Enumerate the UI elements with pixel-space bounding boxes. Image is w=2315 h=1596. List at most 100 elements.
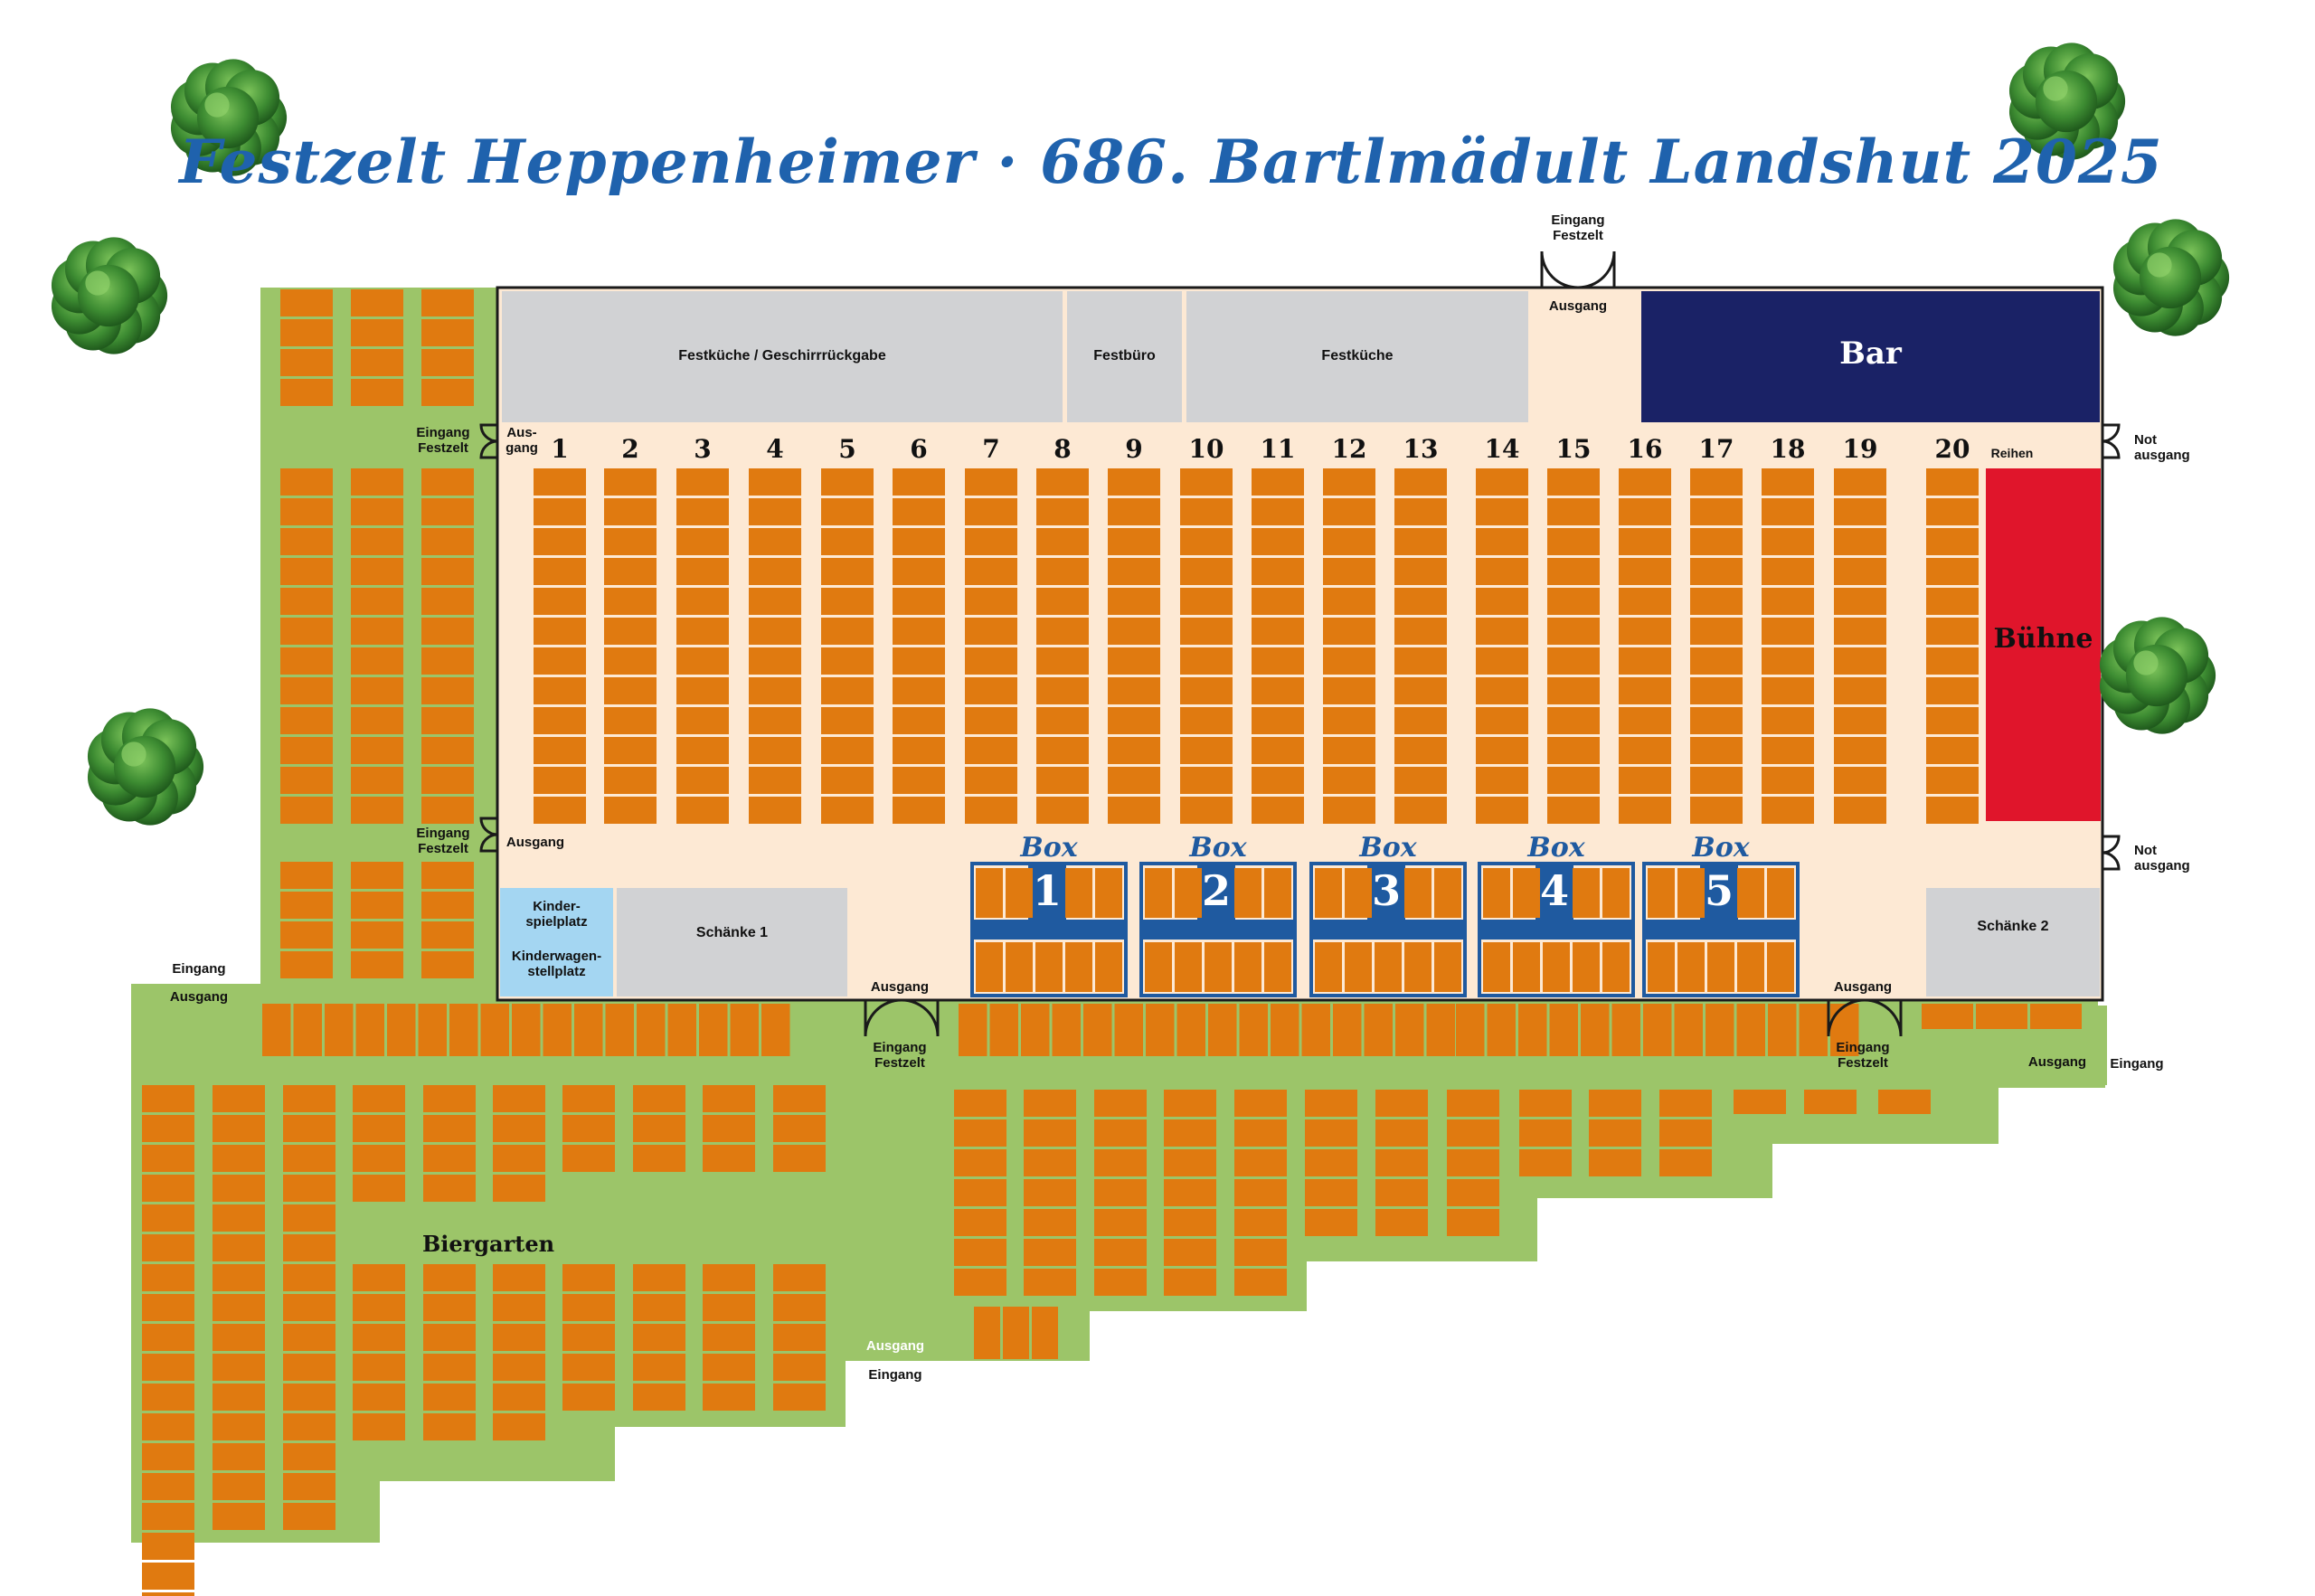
- table-stack: [534, 468, 586, 824]
- table: [1021, 1004, 1050, 1056]
- table: [1768, 1004, 1797, 1056]
- table-stack: [703, 1264, 755, 1411]
- table: [142, 1145, 194, 1172]
- table: [421, 797, 474, 824]
- table: [1180, 707, 1233, 734]
- table: [1164, 1149, 1216, 1176]
- kinderwagenstellplatz-label: Kinderwagen- stellplatz: [511, 949, 602, 980]
- table-stack: [353, 1264, 405, 1440]
- table: [421, 737, 474, 764]
- table-stack: [421, 468, 474, 824]
- table: [534, 618, 586, 645]
- table: [213, 1413, 265, 1440]
- table-stack: [1619, 468, 1671, 824]
- table: [989, 1004, 1018, 1056]
- box: [1478, 862, 1635, 997]
- table: [965, 767, 1017, 794]
- table: [1518, 1004, 1547, 1056]
- table: [749, 737, 801, 764]
- table: [1252, 677, 1304, 704]
- table: [1024, 1119, 1076, 1147]
- tree-highlight: [2043, 76, 2068, 101]
- table: [1323, 797, 1375, 824]
- table: [534, 558, 586, 585]
- table: [421, 892, 474, 919]
- table: [1395, 1004, 1424, 1056]
- table: [965, 797, 1017, 824]
- box-number-plate: [1367, 864, 1405, 920]
- table: [280, 677, 333, 704]
- table: [1476, 558, 1528, 585]
- table: [280, 618, 333, 645]
- festkueche-label: Festküche: [1321, 348, 1394, 364]
- table: [893, 528, 945, 555]
- box-table: [1677, 942, 1705, 992]
- table: [280, 588, 333, 615]
- table: [213, 1503, 265, 1530]
- table: [1333, 1004, 1362, 1056]
- table: [1762, 737, 1814, 764]
- table: [633, 1384, 685, 1411]
- table-stack: [280, 468, 333, 824]
- table: [1547, 767, 1600, 794]
- table: [1456, 1004, 1485, 1056]
- table: [351, 647, 403, 675]
- table: [351, 921, 403, 949]
- door-leaf: [2102, 851, 2121, 871]
- table: [421, 618, 474, 645]
- box-table: [1234, 868, 1261, 918]
- table: [959, 1004, 987, 1056]
- table: [1581, 1004, 1610, 1056]
- row-number: 13: [1403, 434, 1439, 464]
- table: [283, 1503, 335, 1530]
- table: [1547, 558, 1600, 585]
- table: [676, 558, 729, 585]
- table: [821, 498, 874, 525]
- table: [1476, 647, 1528, 675]
- table: [633, 1264, 685, 1291]
- table: [1547, 588, 1600, 615]
- notausgang-1-label: Not ausgang: [2134, 432, 2190, 464]
- table: [1619, 647, 1671, 675]
- table: [1926, 797, 1979, 824]
- box-number-plate: [1700, 864, 1738, 920]
- table: [280, 289, 333, 316]
- table: [1547, 677, 1600, 704]
- table: [1394, 468, 1447, 496]
- table-stack: [493, 1264, 545, 1440]
- table-stack: [280, 862, 333, 978]
- table: [351, 892, 403, 919]
- table: [1305, 1209, 1357, 1236]
- box-table: [976, 942, 1003, 992]
- table: [703, 1384, 755, 1411]
- box-number: 5: [1704, 866, 1734, 915]
- table: [421, 767, 474, 794]
- box-number: 2: [1201, 866, 1231, 915]
- table: [142, 1443, 194, 1470]
- table: [667, 1004, 696, 1056]
- table-stack: [213, 1085, 265, 1530]
- box-number: 4: [1539, 866, 1569, 915]
- festkueche-geschirr-label: Festküche / Geschirrrückgabe: [678, 348, 886, 364]
- table: [954, 1119, 1006, 1147]
- table: [1108, 677, 1160, 704]
- table: [1547, 498, 1600, 525]
- table-run: [974, 1307, 1058, 1359]
- table: [325, 1004, 354, 1056]
- table: [1180, 498, 1233, 525]
- table-stack: [1024, 1090, 1076, 1296]
- table: [604, 767, 657, 794]
- table: [493, 1264, 545, 1291]
- table: [534, 528, 586, 555]
- box-table: [1602, 942, 1630, 992]
- table: [493, 1354, 545, 1381]
- table: [1976, 1004, 2027, 1029]
- table: [280, 707, 333, 734]
- table: [493, 1145, 545, 1172]
- table: [1305, 1179, 1357, 1206]
- schaenke-2-area: [1926, 888, 2100, 996]
- box-number-plate: [1535, 864, 1573, 920]
- table: [703, 1264, 755, 1291]
- box-word: Box: [1527, 832, 1585, 864]
- table: [1180, 767, 1233, 794]
